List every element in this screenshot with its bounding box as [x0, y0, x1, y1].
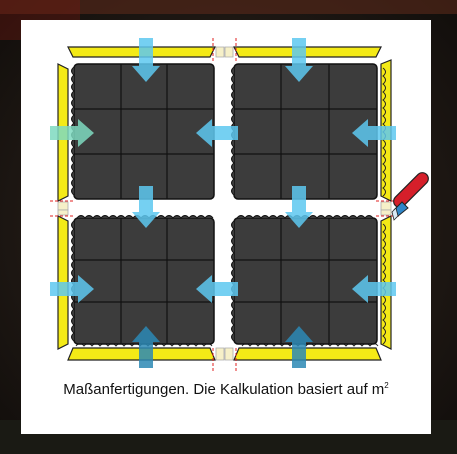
caption-text: Maßanfertigungen. Die Kalkulation basier…	[63, 381, 384, 398]
caption: Maßanfertigungen. Die Kalkulation basier…	[21, 374, 431, 398]
mat-tiles	[72, 64, 378, 344]
ramp-bottom-right	[234, 348, 381, 360]
mat-top-left	[72, 64, 215, 199]
mat-bottom-left	[72, 216, 215, 345]
ramp-top-right	[234, 47, 381, 57]
caption-superscript: 2	[384, 381, 388, 390]
utility-knife-icon	[391, 170, 431, 220]
mat-bottom-right	[232, 216, 378, 345]
